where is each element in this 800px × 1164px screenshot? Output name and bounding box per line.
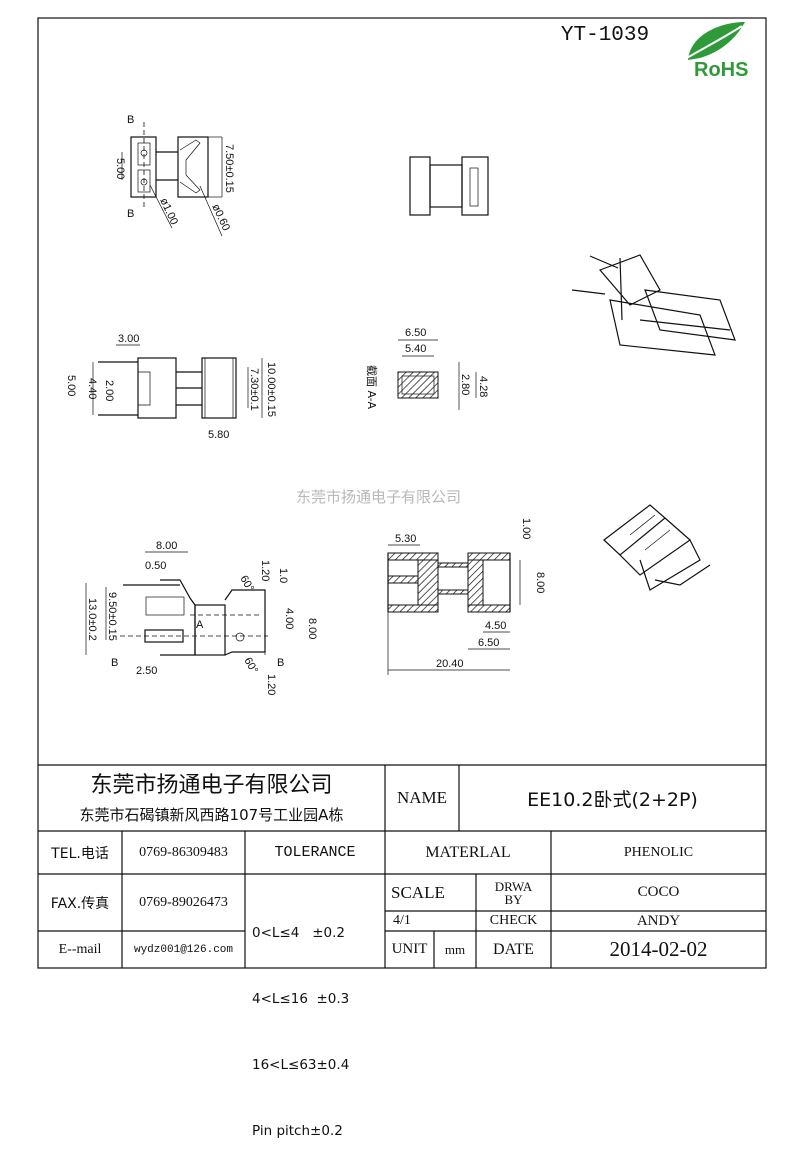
tolerance-row: 0<L≤4 ±0.2 [252, 925, 345, 941]
isometric-view-top [409, 156, 736, 356]
section-label: B [127, 208, 134, 220]
tel-value: 0769-86309483 [139, 844, 228, 860]
dim-label: 4.50 [485, 620, 506, 632]
dim-label: 9.50±0.15 [106, 592, 118, 641]
top-view [121, 122, 223, 237]
section-title: 截面 A-A [365, 365, 379, 410]
dim-label: 13.0±0.2 [86, 598, 98, 641]
dim-label: 0.50 [145, 560, 166, 572]
bottom-view [85, 551, 268, 656]
dim-label: 4.40 [86, 378, 98, 399]
dim-label: 6.50 [405, 327, 426, 339]
date-label: DATE [493, 940, 534, 958]
dim-label: 4.28 [477, 376, 489, 397]
drawn-by-value: COCO [637, 884, 680, 900]
dim-label: 5.00 [65, 375, 77, 396]
dim-label: 1.20 [259, 560, 271, 581]
scale-value: 4/1 [393, 913, 411, 928]
section-a-a [397, 339, 477, 410]
dim-label: 7.50±0.15 [223, 144, 235, 193]
dim-label: 5.00 [114, 158, 126, 179]
email-label: E--mail [58, 941, 102, 957]
section-label: A [196, 619, 204, 631]
company-address: 东莞市石碣镇新风西路107号工业园A栋 [79, 805, 344, 824]
sheet-border [37, 17, 767, 969]
company-name: 东莞市扬通电子有限公司 [90, 773, 333, 798]
email-value: wydz001@126.com [133, 943, 234, 956]
tel-label: TEL.电话 [51, 845, 109, 862]
material-value: PHENOLIC [623, 844, 694, 860]
tolerance-label: TOLERANCE [274, 844, 356, 861]
dim-label: 5.40 [405, 343, 426, 355]
side-view [92, 344, 263, 419]
tolerance-row: 4<L≤16 ±0.3 [252, 991, 350, 1007]
unit-value: mm [444, 941, 466, 957]
dim-label: 60° [237, 574, 256, 594]
dim-label: 2.50 [136, 665, 157, 677]
dim-label: 1.20 [265, 674, 277, 695]
section-label: B [111, 657, 118, 669]
dim-label: 7.30±0.1 [248, 368, 260, 411]
dim-label: 8.00 [306, 618, 318, 639]
drawing-sheet: RoHS 5.00 7.50±0.15 ø1.00 ø0.60 B B 3. [37, 17, 767, 969]
dim-label: ø0.60 [209, 202, 232, 233]
dim-label: 4.00 [283, 608, 295, 629]
dim-label: 8.00 [156, 540, 177, 552]
material-label: MATERLAL [425, 843, 511, 861]
dim-label: 6.50 [478, 637, 499, 649]
check-label: CHECK [489, 913, 538, 928]
date-value: 2014-02-02 [609, 937, 708, 961]
dim-label: 1.0 [277, 568, 289, 583]
unit-label: UNIT [391, 941, 428, 957]
fax-label: FAX.传真 [50, 895, 110, 912]
dim-label: 2.00 [103, 380, 115, 401]
watermark: 东莞市扬通电子有限公司 [296, 488, 461, 506]
tolerance-row: Pin pitch±0.2 [252, 1123, 343, 1139]
isometric-view-bottom [603, 504, 711, 591]
name-value: EE10.2卧式(2+2P) [527, 788, 698, 811]
fax-value: 0769-89026473 [139, 894, 228, 910]
dim-label: 8.00 [534, 572, 546, 593]
part-number: YT-1039 [560, 23, 650, 47]
section-b-b [387, 544, 521, 675]
dim-label: 5.80 [208, 429, 229, 441]
dim-label: 60° [241, 656, 260, 676]
tolerance-table: 0<L≤4 ±0.2 4<L≤16 ±0.3 16<L≤63±0.4 Pin p… [252, 878, 382, 1164]
drawn-by-label: DRWA BY [494, 878, 533, 907]
rohs-logo: RoHS [679, 22, 748, 81]
section-label: B [127, 114, 134, 126]
section-label: B [277, 657, 284, 669]
dim-label: 1.00 [520, 518, 532, 539]
dim-label: 20.40 [436, 658, 464, 670]
dim-label: 5.30 [395, 533, 416, 545]
scale-label: SCALE [391, 882, 445, 902]
check-value: ANDY [636, 912, 681, 929]
dim-label: 2.80 [459, 374, 471, 395]
svg-text:RoHS: RoHS [694, 59, 748, 81]
tolerance-row: 16<L≤63±0.4 [252, 1057, 350, 1073]
dim-label: 3.00 [118, 333, 139, 345]
title-block-grid [38, 764, 766, 968]
name-label: NAME [396, 788, 448, 807]
dim-label: 10.00±0.15 [265, 362, 277, 417]
dim-label: ø1.00 [157, 196, 180, 227]
